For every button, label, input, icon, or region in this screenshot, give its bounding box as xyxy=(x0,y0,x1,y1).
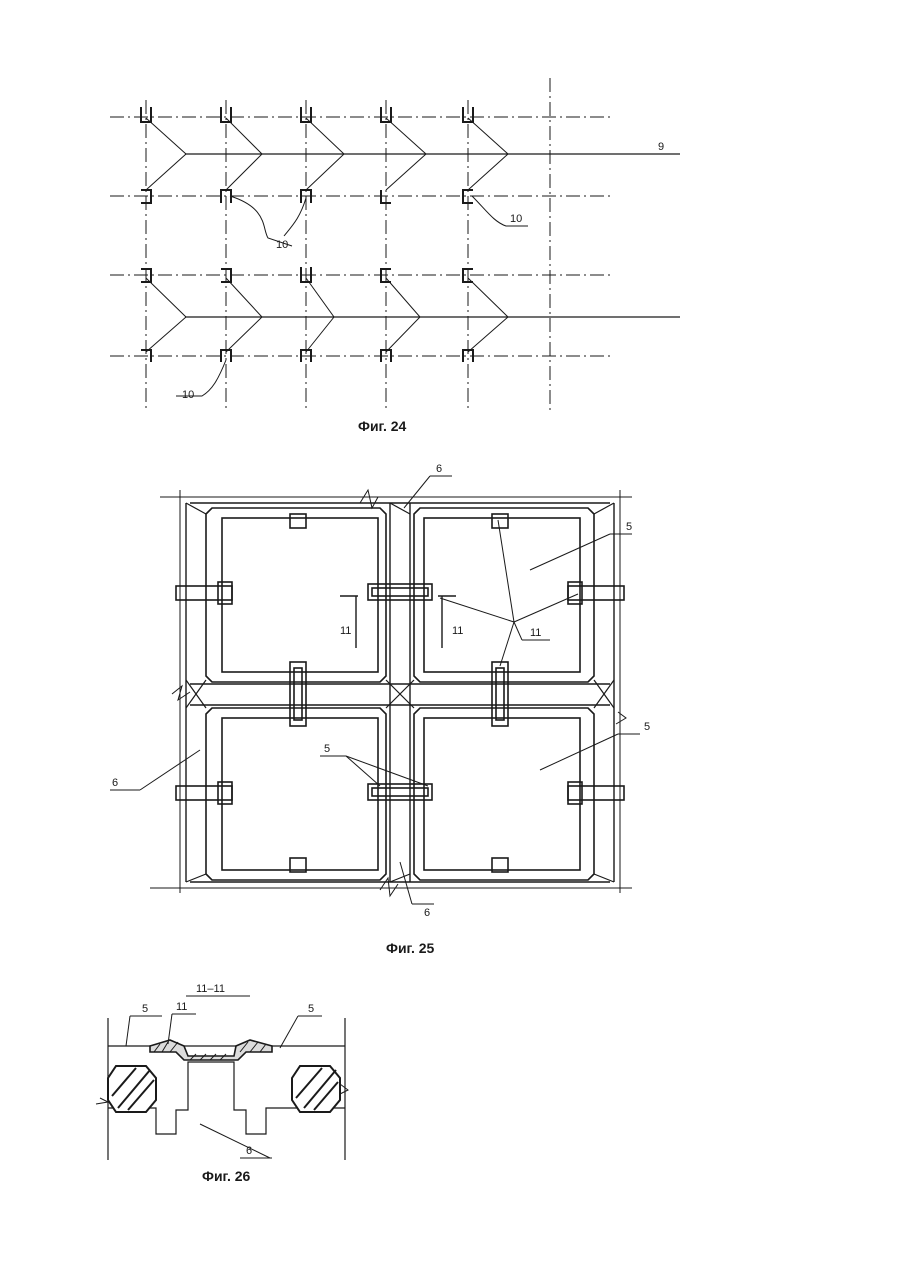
connectors xyxy=(141,107,473,362)
caption-fig26: Фиг. 26 xyxy=(202,1168,251,1184)
label-10-bottom: 10 xyxy=(182,389,194,401)
label-6: 6 xyxy=(246,1145,252,1157)
clips xyxy=(176,514,624,872)
slab-tl-inner xyxy=(222,518,378,672)
label-6-top: 6 xyxy=(436,463,442,475)
leaders-25 xyxy=(110,476,640,904)
hatched-blocks xyxy=(108,1066,340,1112)
slab-bl-inner xyxy=(222,718,378,870)
label-5-top-right: 5 xyxy=(626,521,632,533)
label-9: 9 xyxy=(658,141,664,153)
slab-tr-inner xyxy=(424,518,580,672)
label-6-left: 6 xyxy=(112,777,118,789)
figure-24: 9 10 10 10 Фиг. 24 xyxy=(110,78,680,434)
label-section-11-11: 11–11 xyxy=(196,983,225,995)
label-11: 11 xyxy=(176,1001,187,1013)
figure-25: 6 5 11 11 11 6 5 5 6 Фиг. 25 xyxy=(110,463,650,956)
label-11-mid: 11 xyxy=(452,625,463,637)
slab-br xyxy=(414,708,594,880)
label-5-right: 5 xyxy=(644,721,650,733)
corner-crosses xyxy=(186,503,614,882)
label-11-left: 11 xyxy=(340,625,351,637)
label-5-center: 5 xyxy=(324,743,330,755)
caption-fig24: Фиг. 24 xyxy=(358,418,407,434)
solid-lines xyxy=(185,154,680,317)
slab-tl xyxy=(206,508,386,682)
label-5-right: 5 xyxy=(308,1003,314,1015)
axis-lines xyxy=(110,78,610,410)
caption-fig25: Фиг. 25 xyxy=(386,940,435,956)
label-10-center: 10 xyxy=(276,239,288,251)
slab-bl xyxy=(206,708,386,880)
slab-tr xyxy=(414,508,594,682)
beams xyxy=(186,503,614,882)
section-marker xyxy=(340,596,456,648)
label-6-bottom: 6 xyxy=(424,907,430,919)
label-10-right: 10 xyxy=(510,213,522,225)
slab-br-inner xyxy=(424,718,580,870)
figure-26: 11–11 5 11 5 6 Фиг. 26 xyxy=(96,983,348,1184)
label-5-left: 5 xyxy=(142,1003,148,1015)
label-11-right: 11 xyxy=(530,627,541,639)
